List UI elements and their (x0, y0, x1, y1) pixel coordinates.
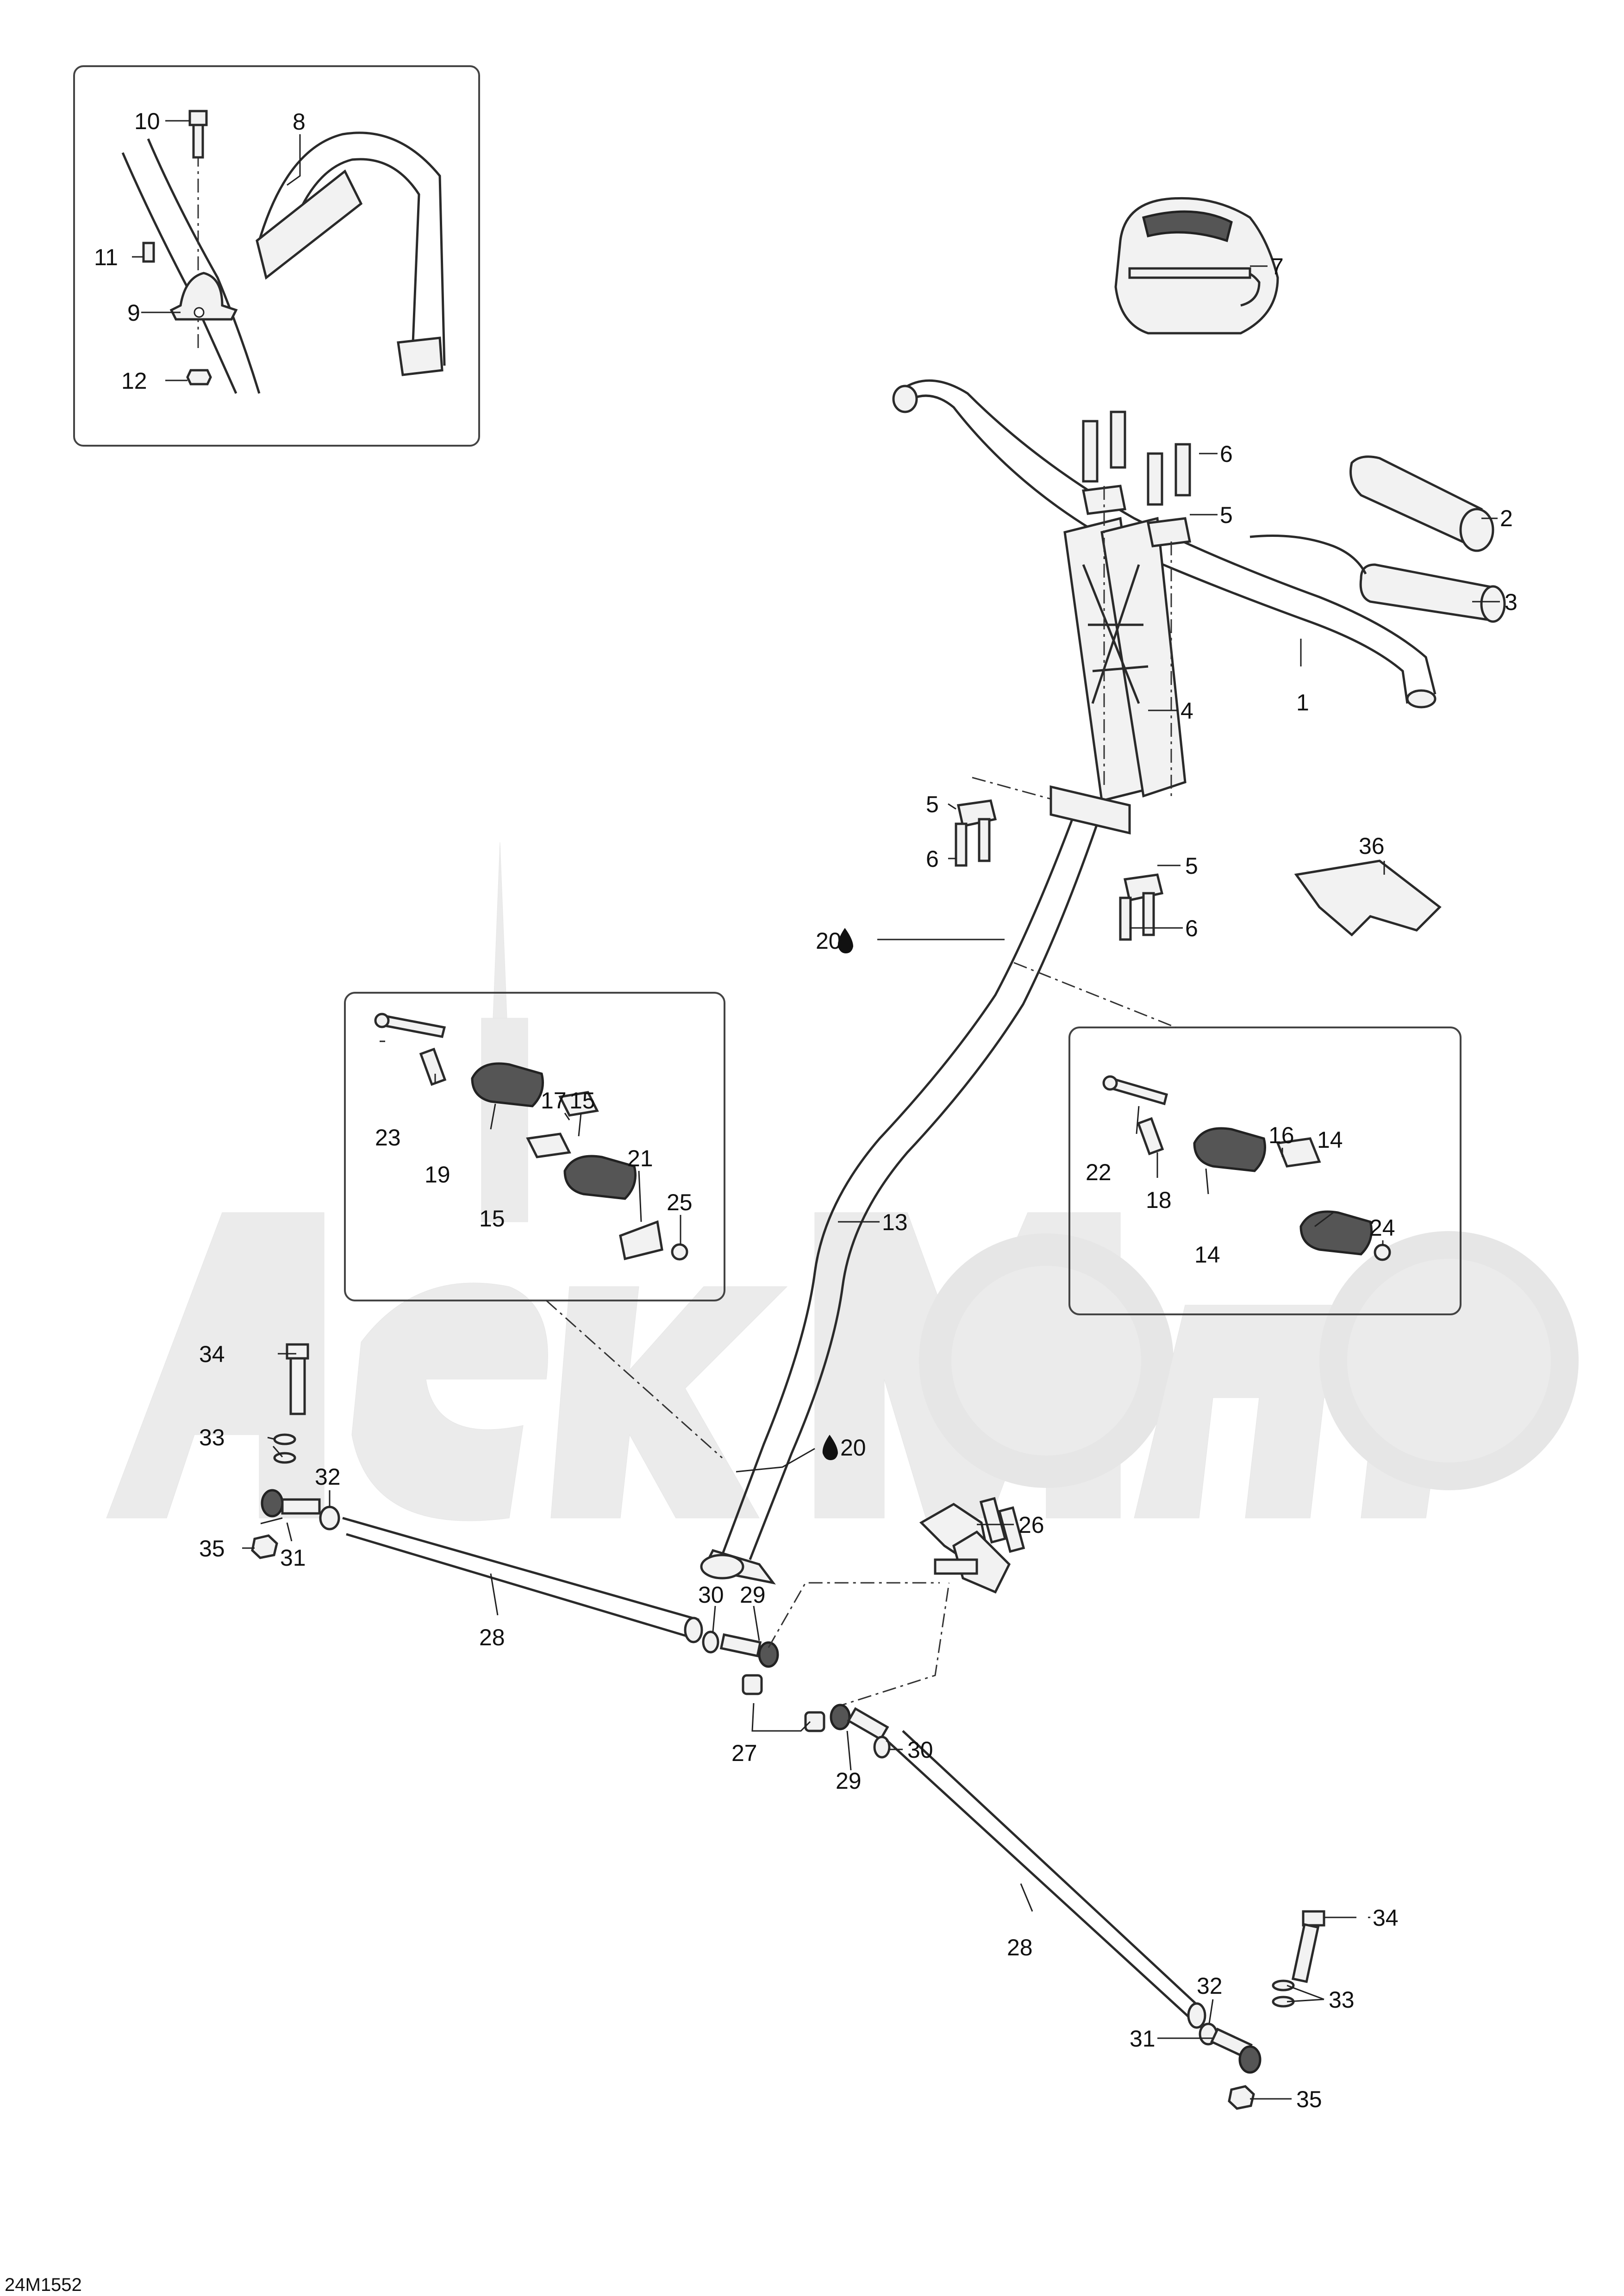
part-10-bolt (188, 110, 208, 159)
callout-15: 15 (479, 1206, 505, 1232)
callout-34: 34 (199, 1341, 225, 1367)
alignment-line-upper (1103, 486, 1172, 796)
callout-35: 35 (199, 1536, 225, 1562)
part-29-rod-end-left (719, 1633, 779, 1668)
callout-20: 20 (816, 928, 842, 954)
part-28-tie-rod-right (886, 1730, 1206, 2029)
callout-7: 7 (1271, 254, 1284, 280)
inset-box-left (344, 992, 725, 1301)
callout-labels: 1 2 3 4 5 5 5 6 6 6 7 8 9 10 11 12 13 14… (94, 108, 1518, 2112)
inset-left-parts (374, 1013, 688, 1261)
callout-33: 33 (199, 1425, 225, 1450)
callout-20: 20 (840, 1435, 866, 1461)
callout-36: 36 (1359, 833, 1385, 859)
callout-19: 19 (425, 1162, 450, 1188)
alignment-line-inset-left (545, 1300, 723, 1459)
part-34-bolt-right (1291, 1910, 1325, 1983)
callout-35: 35 (1296, 2086, 1322, 2112)
callout-12: 12 (121, 368, 147, 394)
part-27-spacers (742, 1674, 825, 1732)
callout-29: 29 (740, 1582, 766, 1608)
drawing-code: 24M1552 (5, 2275, 82, 2295)
callout-11: 11 (94, 244, 118, 270)
callout-8: 8 (293, 109, 306, 135)
part-9-clamp (169, 272, 238, 321)
part-7-handlebar-cover (1114, 197, 1279, 335)
callout-30: 30 (907, 1737, 933, 1763)
callout-3: 3 (1505, 589, 1518, 615)
callout-10: 10 (134, 108, 160, 134)
callout-34: 34 (1373, 1905, 1399, 1931)
callout-28: 28 (1007, 1935, 1033, 1960)
part-33-washers-left (273, 1433, 296, 1464)
part-11-spacer (142, 242, 155, 263)
oil-drop-icon (822, 1435, 838, 1460)
part-3-grip-heated (1249, 535, 1506, 623)
callout-24: 24 (1369, 1215, 1395, 1241)
callout-5: 5 (1220, 502, 1233, 528)
callout-14: 14 (1194, 1242, 1220, 1268)
callout-32: 32 (315, 1464, 341, 1490)
leader-lines (132, 120, 1500, 2100)
part-36-plate (1294, 859, 1442, 937)
callout-29: 29 (836, 1768, 862, 1794)
part-13-steering-column (700, 785, 1131, 1585)
callout-6: 6 (1185, 915, 1198, 941)
callout-14: 14 (1317, 1127, 1343, 1153)
callout-22: 22 (1086, 1159, 1112, 1185)
callout-1: 1 (1296, 690, 1309, 716)
part-6-bolts-lower (955, 818, 1155, 941)
part-35-nut-left (251, 1534, 278, 1559)
oil-drop-icon (837, 928, 853, 953)
part-30-nut-right (873, 1736, 891, 1759)
part-33-washers-right (1272, 1979, 1295, 2008)
alignment-line-inset-right (1013, 962, 1176, 1028)
part-30-nut-left (702, 1630, 719, 1654)
part-32-nut-left (319, 1506, 340, 1531)
steering-tube-section (121, 138, 261, 394)
callout-23: 23 (375, 1125, 401, 1151)
part-4-riser-block (1063, 516, 1187, 803)
part-12-nut (186, 369, 212, 386)
callout-25: 25 (667, 1189, 693, 1215)
callout-5: 5 (1185, 853, 1198, 879)
inset-right-parts (1102, 1075, 1391, 1261)
callout-33: 33 (1329, 1987, 1355, 2013)
callout-9: 9 (127, 300, 140, 326)
inset-box-steering-pad (73, 65, 480, 447)
callout-18: 18 (1146, 1187, 1172, 1213)
callout-31: 31 (280, 1545, 306, 1571)
callout-21: 21 (627, 1145, 653, 1171)
part-34-bolt-left (286, 1343, 309, 1415)
callout-28: 28 (479, 1624, 505, 1650)
callout-30: 30 (698, 1582, 724, 1608)
part-8-steering-pad (256, 131, 446, 376)
callout-13: 13 (882, 1209, 908, 1235)
part-29-rod-end-right (830, 1704, 889, 1741)
callout-31: 31 (1130, 2026, 1156, 2052)
callout-6: 6 (926, 846, 939, 872)
callout-2: 2 (1500, 505, 1513, 531)
callout-6: 6 (1220, 441, 1233, 467)
callout-15: 15 (569, 1088, 595, 1114)
inset-box-right (1068, 1027, 1462, 1315)
part-28-tie-rod-left (342, 1517, 703, 1643)
part-31-tie-rod-end-right (1210, 2028, 1262, 2074)
alignment-line-arm (768, 1582, 950, 1709)
callout-16: 16 (1268, 1122, 1294, 1148)
part-35-nut-right (1228, 2085, 1255, 2110)
part-1-handlebar (892, 379, 1437, 709)
part-6-bolts-upper (1082, 411, 1191, 506)
part-2-grip (1349, 455, 1494, 552)
callout-27: 27 (731, 1740, 757, 1766)
callout-26: 26 (1018, 1512, 1044, 1538)
part-26-steering-arm (919, 1497, 1025, 1594)
watermark-logo (106, 842, 1579, 1521)
callout-4: 4 (1181, 698, 1193, 724)
callout-17: 17 (541, 1088, 567, 1114)
callout-5: 5 (926, 791, 939, 817)
part-31-tie-rod-end-left (261, 1489, 321, 1518)
callout-32: 32 (1197, 1973, 1223, 1999)
